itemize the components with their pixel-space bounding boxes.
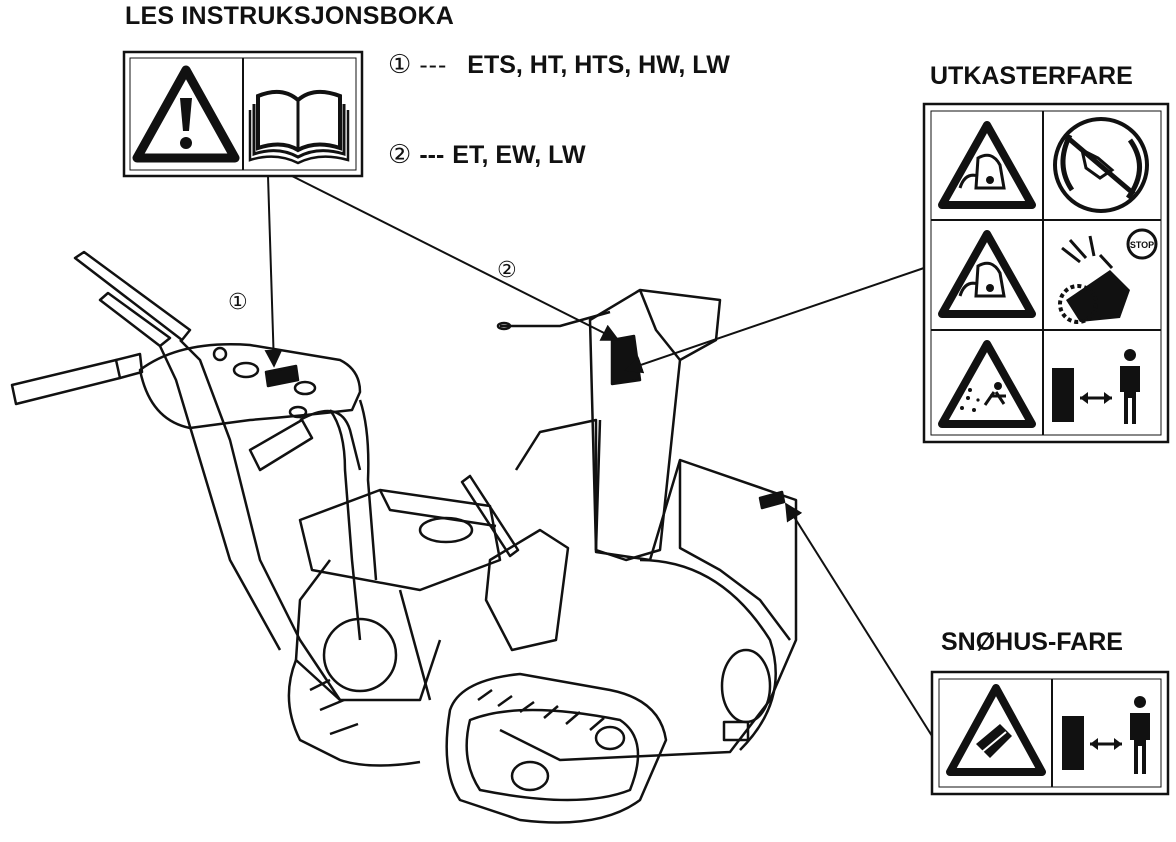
legend-row-2: ② --- ET, EW, LW: [388, 140, 586, 170]
discharge-hazard-panel: STOP: [922, 102, 1170, 444]
callout-number-2: ②: [497, 258, 517, 283]
legend-marker: ②: [388, 140, 412, 170]
legend-marker: ①: [388, 50, 412, 80]
legend-row-1: ① --- ETS, HT, HTS, HW, LW: [388, 50, 730, 80]
housing-hazard-panel: [930, 670, 1170, 796]
manual-label-title: LES INSTRUKSJONSBOKA: [125, 2, 455, 30]
auger-warning-icon: [946, 684, 1046, 776]
snowblower-body: [10, 250, 798, 824]
thrown-objects-warning-icon: [938, 340, 1036, 428]
keep-distance-icon: [1062, 696, 1150, 774]
legend-separator: ---: [419, 50, 448, 79]
leader-lines: [264, 175, 933, 737]
keep-distance-icon: [1052, 349, 1140, 424]
svg-text:STOP: STOP: [1130, 240, 1154, 250]
open-book-icon: [248, 89, 350, 165]
hand-in-chute-warning-icon: [938, 230, 1036, 318]
callout-number-1: ①: [228, 290, 248, 315]
warning-triangle-icon: [132, 65, 240, 163]
legend-models: ET, EW, LW: [452, 140, 586, 169]
keep-hands-out-icon: [1053, 117, 1149, 213]
legend-separator: ---: [419, 140, 445, 169]
manual-label-panel: [122, 50, 364, 178]
legend-models: ETS, HT, HTS, HW, LW: [467, 50, 730, 79]
hand-in-chute-warning-icon: [938, 121, 1036, 209]
stop-engine-before-clearing-icon: STOP: [1058, 228, 1158, 324]
discharge-hazard-title: UTKASTERFARE: [930, 62, 1133, 90]
housing-hazard-title: SNØHUS-FARE: [941, 628, 1123, 656]
